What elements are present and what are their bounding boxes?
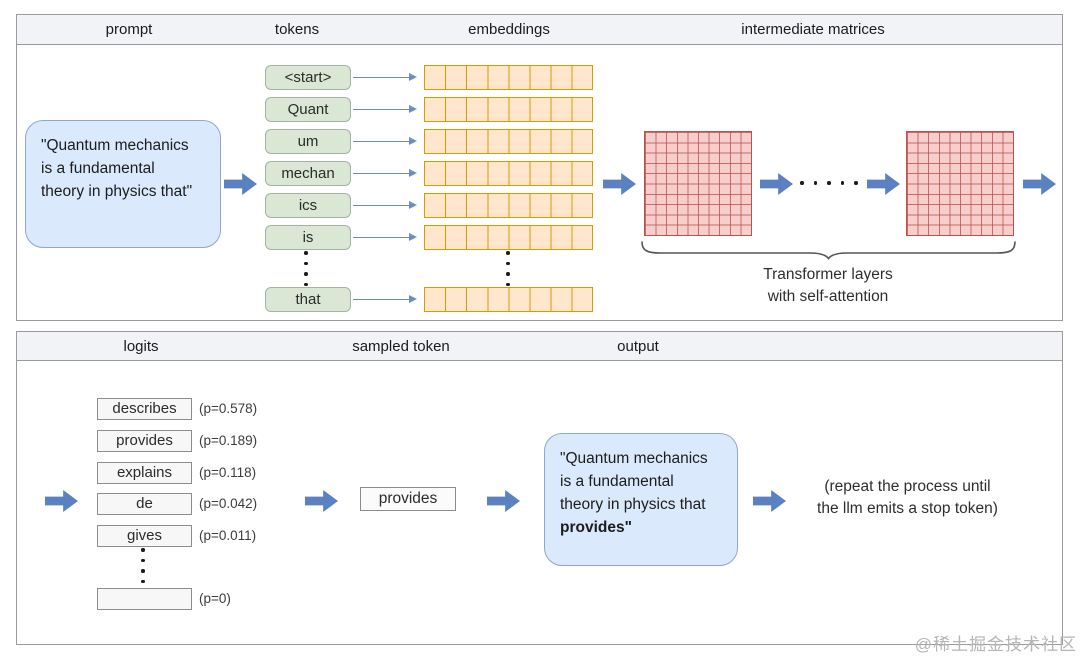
transformer-label: Transformer layers with self-attention bbox=[763, 266, 893, 305]
embedding-row bbox=[424, 225, 593, 250]
token-chip: <start> bbox=[265, 65, 351, 90]
ellipsis-dots-icon bbox=[304, 251, 308, 287]
ellipsis-dots-icon bbox=[141, 548, 145, 584]
sampled-token-box: provides bbox=[360, 487, 456, 511]
token-chip: mechan bbox=[265, 161, 351, 186]
connector-arrow-icon bbox=[353, 104, 417, 113]
logit-box: describes bbox=[97, 398, 192, 420]
connector-arrow-icon bbox=[353, 136, 417, 145]
logit-prob: (p=0) bbox=[199, 591, 231, 606]
prompt-text: "Quantum mechanics is a fundamental theo… bbox=[41, 137, 193, 200]
ellipsis-dots-icon bbox=[506, 251, 510, 287]
prompt-box: "Quantum mechanics is a fundamental theo… bbox=[25, 120, 221, 248]
token-chip: ics bbox=[265, 193, 351, 218]
token-chip: is bbox=[265, 225, 351, 250]
logit-box bbox=[97, 588, 192, 610]
header-logits: logits bbox=[123, 338, 159, 355]
connector-arrow-icon bbox=[353, 294, 417, 303]
token-chip: um bbox=[265, 129, 351, 154]
connector-arrow-icon bbox=[353, 200, 417, 209]
header-tokens: tokens bbox=[274, 21, 320, 38]
logit-box: explains bbox=[97, 462, 192, 484]
connector-arrow-icon bbox=[353, 168, 417, 177]
token-chip: Quant bbox=[265, 97, 351, 122]
connector-arrow-icon bbox=[353, 72, 417, 81]
embedding-row bbox=[424, 161, 593, 186]
matrix-grid bbox=[906, 131, 1014, 236]
watermark: @稀土掘金技术社区 bbox=[914, 635, 1077, 654]
repeat-note: (repeat the process until the llm emits … bbox=[817, 478, 998, 517]
embedding-row bbox=[424, 129, 593, 154]
token-chip: that bbox=[265, 287, 351, 312]
logit-box: de bbox=[97, 493, 192, 515]
logit-box: gives bbox=[97, 525, 192, 547]
bottom-lane-header: logits sampled token output bbox=[17, 332, 1062, 361]
embedding-row bbox=[424, 193, 593, 218]
header-intermediate-matrices: intermediate matrices bbox=[741, 21, 885, 38]
logit-prob: (p=0.189) bbox=[199, 433, 258, 448]
brace-icon bbox=[641, 241, 1016, 260]
embedding-row bbox=[424, 65, 593, 90]
output-box: "Quantum mechanics is a fundamental theo… bbox=[544, 433, 738, 566]
top-lane-header: prompt tokens embeddings intermediate ma… bbox=[17, 15, 1062, 45]
logit-prob: (p=0.011) bbox=[199, 528, 257, 543]
logit-prob: (p=0.578) bbox=[199, 401, 258, 416]
header-output: output bbox=[617, 338, 659, 355]
connector-arrow-icon bbox=[353, 232, 417, 241]
header-embeddings: embeddings bbox=[468, 21, 550, 38]
logit-box: provides bbox=[97, 430, 192, 452]
header-sampled-token: sampled token bbox=[352, 338, 450, 355]
header-prompt: prompt bbox=[105, 21, 153, 38]
embedding-row bbox=[424, 287, 593, 312]
ellipsis-dots-icon bbox=[800, 181, 858, 185]
matrix-grid bbox=[644, 131, 752, 236]
output-text: "Quantum mechanics is a fundamental theo… bbox=[560, 450, 708, 536]
logit-prob: (p=0.042) bbox=[199, 496, 258, 511]
logit-prob: (p=0.118) bbox=[199, 465, 257, 480]
embedding-row bbox=[424, 97, 593, 122]
